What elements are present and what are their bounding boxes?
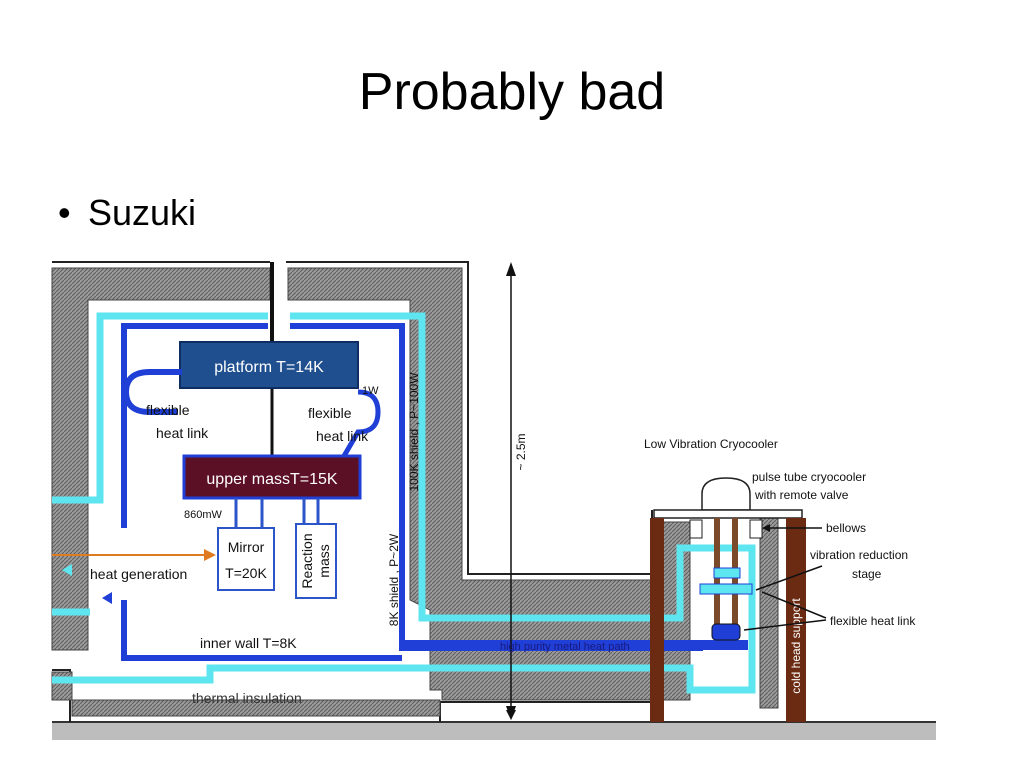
power-860mw: 860mW [184,509,223,521]
cryocooler-top-plate [653,509,803,519]
mirror-box [217,527,275,591]
flex-link-left-text-1: flexible [146,402,190,418]
metal-heat-path [404,640,748,650]
height-arrow-up [506,262,516,276]
vibration-stage-upper [713,567,741,579]
shield-8k-label: 8K shield , P~2W [387,533,401,626]
floor [52,722,936,740]
bellows-left [689,519,703,539]
insulation-right [759,517,779,709]
bullet-dot: • [58,192,71,233]
height-label: ~ 2.5m [514,433,528,470]
shield-100k [52,312,756,694]
vibration-text-1: vibration reduction [810,548,908,562]
heat-arrow-head [204,549,216,561]
inner-wall-label: inner wall T=8K [200,635,297,651]
vibration-stage-lower [699,583,753,595]
bullet-item: • Suzuki [58,192,196,234]
mirror-suspension [234,498,320,528]
blue-marker-icon [102,592,112,604]
cold-head [711,623,741,641]
flex-link-left [122,369,182,415]
outer-wall [52,261,653,722]
cyan-marker-icon [62,564,72,576]
pulse-tube-text-1: pulse tube cryocooler [752,470,866,484]
thermal-insulation [51,267,691,717]
pulse-tube-dome [701,477,751,511]
flex-link-left-text-2: heat link [156,425,209,441]
flex-link-pointer-1 [761,591,827,619]
platform-box [179,341,359,389]
bellows-right [749,519,763,539]
flex-link-right-text-2: heat link [316,428,369,444]
cold-head-support-right [786,518,806,722]
flex-link-cc-label: flexible heat link [830,614,916,628]
bellows-label: bellows [826,521,866,535]
pulse-tube-text-2: with remote valve [754,488,849,502]
cold-head-support-label: cold head support [789,598,803,694]
shield-100k-label: 100K shield , P~100W [407,372,421,492]
upper-mass-box [182,454,362,500]
reaction-text-1: Reaction [299,533,315,588]
metal-path-label: high purity metal heat path [500,641,630,653]
upper-mass-label: upper massT=15K [206,471,338,488]
lower-arrow-icon [506,710,516,720]
bellows-pointer-head [762,524,770,532]
flex-link-right [341,389,381,458]
vibration-text-2: stage [852,567,882,581]
vibration-pointer [755,565,823,591]
thermal-insulation-label: thermal insulation [192,690,302,706]
cold-head-support-left [650,518,664,722]
mirror-text-2: T=20K [225,565,267,581]
bullet-text: Suzuki [88,192,197,233]
flex-link-right-text-1: flexible [308,405,352,421]
reaction-mass-box [295,523,337,599]
reaction-text-2: mass [316,544,332,577]
platform-label: platform T=14K [214,359,324,376]
heat-generation-label: heat generation [90,566,187,582]
cryocooler-title: Low Vibration Cryocooler [644,437,778,451]
mirror-text-1: Mirror [228,539,265,555]
slide-title: Probably bad [358,63,666,121]
power-1w: 1W [362,385,379,397]
flex-link-pointer-2 [743,619,827,631]
